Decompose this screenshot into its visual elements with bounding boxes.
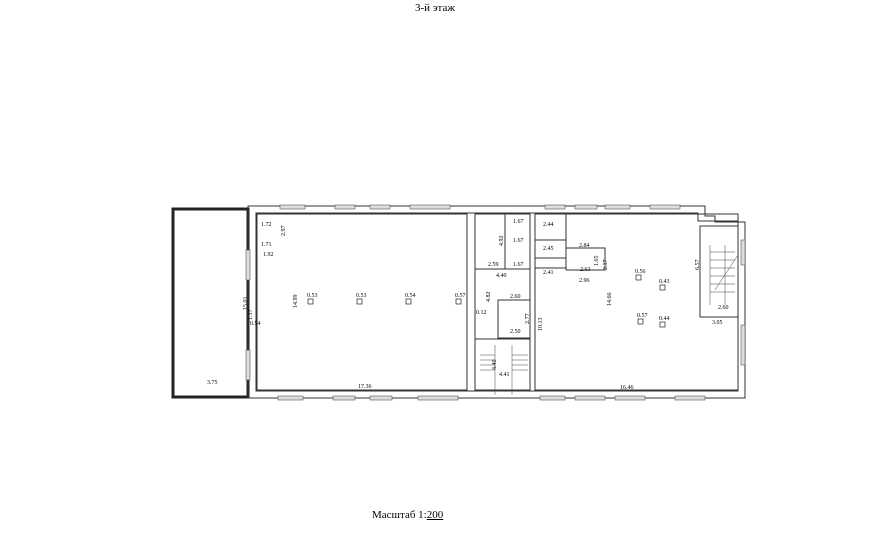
- balcony: [171, 207, 250, 399]
- dim-label: 3.75: [207, 380, 218, 386]
- dim-label: 0.44: [659, 316, 670, 322]
- dim-label: 2.50: [510, 329, 521, 335]
- dim-label: 2.97: [281, 226, 287, 237]
- dim-label: 2.84: [579, 243, 590, 249]
- dim-label: 1.72: [261, 222, 272, 228]
- dim-label: 0.57: [637, 313, 648, 319]
- dim-label: 4.92: [499, 236, 505, 247]
- scale-label: Масштаб 1:200: [372, 509, 443, 521]
- dim-label: 2.60: [510, 294, 521, 300]
- dim-label: 4.40: [492, 360, 498, 371]
- dim-label: 0.53: [356, 293, 367, 299]
- small-rooms: [535, 214, 606, 271]
- stairs-right: [709, 245, 739, 305]
- main-hall: [256, 213, 468, 391]
- dim-label: 10.13: [538, 318, 544, 332]
- dim-label: 1.67: [513, 262, 524, 268]
- outer-wall: [247, 205, 746, 399]
- dim-label: 0.54: [250, 321, 261, 327]
- dim-label: 2.41: [543, 270, 554, 276]
- dim-label: 4.41: [499, 372, 510, 378]
- dim-label: 0.53: [307, 293, 318, 299]
- floor-title: 3-й этаж: [415, 2, 455, 14]
- dim-label: 2.59: [488, 262, 499, 268]
- stairs-middle: [480, 345, 528, 395]
- stair-core: [699, 225, 739, 318]
- dim-label: 2.45: [543, 246, 554, 252]
- dim-label: 3.05: [712, 320, 723, 326]
- dim-label: 0.12: [476, 310, 487, 316]
- dim-label: 2.17: [603, 260, 609, 271]
- dim-label: 4.40: [496, 273, 507, 279]
- dim-label: 4.82: [486, 292, 492, 303]
- dim-label: 15.01: [243, 297, 249, 311]
- columns: [307, 274, 666, 328]
- dim-label: 14.66: [607, 293, 613, 307]
- dim-label: 1.71: [261, 242, 272, 248]
- dim-label: 0.56: [635, 269, 646, 275]
- dim-label: 0.57: [455, 293, 466, 299]
- windows: [245, 204, 746, 401]
- mid-room: [497, 299, 531, 339]
- dim-label: 0.43: [659, 279, 670, 285]
- dim-label: 1.92: [263, 252, 274, 258]
- scale-text: Масштаб 1:: [372, 509, 427, 521]
- dim-label: 1.65: [594, 256, 600, 267]
- dim-label: 2.63: [580, 267, 591, 273]
- dim-label: 1.17: [248, 310, 254, 321]
- dim-label: 16.46: [620, 385, 634, 391]
- dim-label: 1.67: [513, 219, 524, 225]
- dim-label: 1.67: [513, 238, 524, 244]
- dim-label: 0.54: [405, 293, 416, 299]
- dim-label: 2.60: [718, 305, 729, 311]
- scale-value: 200: [426, 509, 444, 521]
- dim-label: 2.96: [579, 278, 590, 284]
- dim-label: 17.36: [358, 384, 372, 390]
- dim-label: 6.57: [695, 260, 701, 271]
- dim-label: 2.77: [525, 314, 531, 325]
- dim-label: 2.44: [543, 222, 554, 228]
- dim-label: 14.99: [293, 295, 299, 309]
